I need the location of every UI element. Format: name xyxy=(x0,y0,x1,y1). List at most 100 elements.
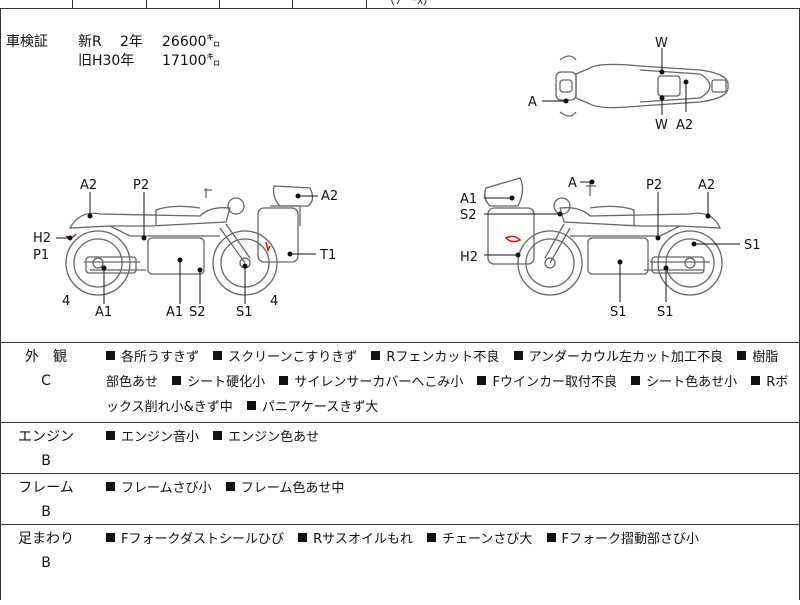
strip-divider xyxy=(292,0,293,8)
condition-item: エンジン色あせ xyxy=(213,430,319,445)
condition-row: 外 観 C 各所うすきず スクリーンこすりきず Rフェンカット不良 アンダーカウル左… xyxy=(0,342,800,423)
condition-item-text: アンダーカウル左カット加工不良 xyxy=(528,350,724,365)
cert-unit: ㌔ xyxy=(206,34,221,50)
condition-table: 外 観 C 各所うすきず スクリーンこすりきず Rフェンカット不良 アンダーカウル左… xyxy=(0,342,800,605)
label-a2: A2 xyxy=(80,178,97,193)
condition-item: パニアケースきず大 xyxy=(246,400,379,415)
bullet-square-icon xyxy=(106,533,115,542)
bullet-square-icon xyxy=(751,376,761,385)
condition-row: エンジン B エンジン音小 エンジン色あせ xyxy=(0,422,800,474)
condition-item: スクリーンこすりきず xyxy=(213,350,357,365)
left-view-leaders xyxy=(56,192,318,304)
bullet-square-icon xyxy=(631,376,641,385)
condition-item: Fフォーク摺動部さび小 xyxy=(546,532,700,547)
label-4: 4 xyxy=(270,294,278,309)
label-a1: A1 xyxy=(460,192,477,207)
motorcycle-right-view xyxy=(484,177,723,296)
condition-item: 各所うすきず xyxy=(106,350,199,365)
strip-divider xyxy=(146,0,147,8)
bullet-square-icon xyxy=(546,533,556,542)
right-view-leaders xyxy=(484,179,740,302)
condition-item-text: Fフォークダストシールひび xyxy=(121,532,284,547)
condition-item: サイレンサーカバーへこみ小 xyxy=(279,375,463,390)
condition-item: Rフェンカット不良 xyxy=(371,350,499,365)
condition-item-text: エンジン音小 xyxy=(121,430,200,445)
condition-item: チェーンさび大 xyxy=(427,532,532,547)
bullet-square-icon xyxy=(106,482,115,491)
label-p1: P1 xyxy=(33,248,49,263)
label-a: A xyxy=(568,176,577,191)
cert-kind: 新R xyxy=(78,34,102,50)
category-grade: B xyxy=(41,555,51,571)
condition-details: Fフォークダストシールひび Rサスオイルもれ チェーンさび大 Fフォーク摺動部さ… xyxy=(92,524,800,605)
cert-year: 2年 xyxy=(120,34,143,50)
category-name: エンジン xyxy=(18,429,74,445)
label-h2: H2 xyxy=(33,231,51,246)
condition-item: Fフォークダストシールひび xyxy=(106,532,284,547)
bullet-square-icon xyxy=(106,431,115,440)
bullet-square-icon xyxy=(213,351,223,360)
condition-category: フレーム B xyxy=(0,473,92,525)
condition-category: 外 観 C xyxy=(0,342,92,423)
label-w-top: W xyxy=(655,36,668,51)
bullet-square-icon xyxy=(172,376,182,385)
bullet-square-icon xyxy=(106,351,115,360)
condition-item: エンジン音小 xyxy=(106,430,199,445)
label-s2: S2 xyxy=(460,208,477,223)
condition-item: 樹脂部色あせ xyxy=(106,350,778,390)
category-grade: B xyxy=(41,453,51,469)
category-grade: C xyxy=(41,373,51,389)
strip-divider xyxy=(72,0,73,8)
category-grade: B xyxy=(41,504,51,520)
label-s1: S1 xyxy=(610,305,627,320)
category-name: 外 観 xyxy=(25,349,67,365)
condition-item-text: エンジン色あせ xyxy=(228,430,320,445)
label-s1: S1 xyxy=(657,305,674,320)
label-a2: A2 xyxy=(698,178,715,193)
condition-item-text: サイレンサーカバーへこみ小 xyxy=(294,375,464,390)
condition-item-text: Rサスオイルもれ xyxy=(313,532,413,547)
cert-label: 車検証 xyxy=(6,34,48,50)
label-s1: S1 xyxy=(744,238,761,253)
condition-item: フレーム色あせ中 xyxy=(225,481,345,496)
label-t1: T1 xyxy=(319,248,336,263)
condition-details: 各所うすきず スクリーンこすりきず Rフェンカット不良 アンダーカウル左カット加… xyxy=(92,342,800,423)
condition-item-text: シート色あせ小 xyxy=(646,375,738,390)
condition-item-text: Rボックス削れ小&きず中 xyxy=(106,375,789,415)
label-w-bottom: W xyxy=(655,118,668,133)
condition-item-text: Rフェンカット不良 xyxy=(386,350,500,365)
condition-item: フレームさび小 xyxy=(106,481,212,496)
condition-item: シート硬化小 xyxy=(172,375,265,390)
cert-kind: 旧H30年 xyxy=(78,53,135,69)
condition-item-text: パニアケースきず大 xyxy=(261,400,379,415)
bullet-square-icon xyxy=(737,351,747,360)
motorcycle-top-view xyxy=(555,55,729,117)
condition-details: エンジン音小 エンジン色あせ xyxy=(92,422,800,474)
motorcycle-left-view xyxy=(65,185,314,296)
damage-mark xyxy=(265,241,271,253)
condition-item-text: シート硬化小 xyxy=(187,375,266,390)
category-name: 足まわり xyxy=(18,531,74,547)
strip-divider xyxy=(366,0,367,8)
label-a2: A2 xyxy=(321,189,338,204)
condition-item-text: フレーム色あせ中 xyxy=(240,481,345,496)
bullet-square-icon xyxy=(279,376,289,385)
strip-fragment: （ｿ ´ｰｽ） xyxy=(383,0,435,7)
bullet-square-icon xyxy=(477,376,487,385)
condition-item-text: Fフォーク摺動部さび小 xyxy=(561,532,700,547)
label-a1: A1 xyxy=(95,305,112,320)
condition-item-text: チェーンさび大 xyxy=(442,532,533,547)
bullet-square-icon xyxy=(513,351,523,360)
label-h2: H2 xyxy=(460,250,478,265)
strip-divider xyxy=(219,0,220,8)
top-view-leaders xyxy=(542,48,689,115)
category-name: フレーム xyxy=(18,480,74,496)
bullet-square-icon xyxy=(213,431,223,440)
condition-category: エンジン B xyxy=(0,422,92,474)
top-strip: （ｿ ´ｰｽ） xyxy=(0,0,800,9)
damage-diagram: W W A A2 A2 P2 A2 H2 P1 T1 4 4 A1 A1 S xyxy=(33,36,761,320)
condition-category: 足まわり B xyxy=(0,524,92,605)
bullet-square-icon xyxy=(371,351,381,360)
